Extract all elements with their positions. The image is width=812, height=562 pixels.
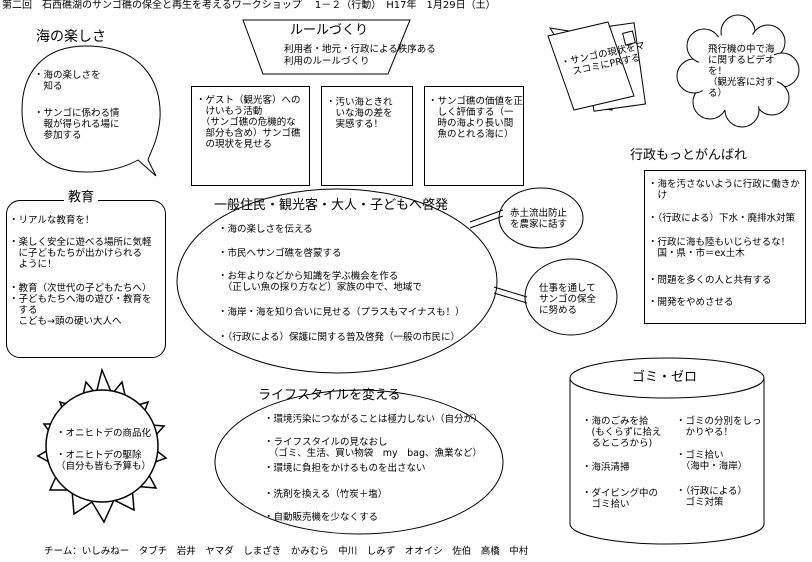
lifestyle-item: ・ライフスタイルの見なおし （ゴミ、生活、買い物袋 my bag、漁業など） (264, 437, 483, 459)
ellipse-ippan (176, 188, 498, 374)
shigoto-text: 仕事を通して サンゴの保全 に努める (539, 283, 597, 316)
gyosei-item: ・開発をやめさせる (648, 297, 734, 308)
ippan-item: ・海の楽しさを伝える (218, 224, 313, 235)
rule-trapezoid (242, 19, 411, 75)
ellipse-lifestyle (214, 389, 504, 535)
umi-title: 海の楽しさ (36, 29, 106, 45)
speech-bubble-umi (21, 45, 161, 177)
ippan-item: ・（行政による）保護に関する普及啓発（一般の市民に） (218, 332, 460, 343)
gyosei-item: ・海を汚さないように行政に働きか け (648, 179, 800, 201)
umi-item: ・サンゴに係わる情 報が得られる場に 参加する (34, 108, 120, 141)
circle-akatsuchi (498, 187, 584, 249)
flower-text: 飛行機の中で海 に関するビデオ を！ （観光客に対す る） (708, 44, 775, 99)
lifestyle-item: ・環境汚染につながることは極力しない（自分が） (264, 414, 483, 425)
rule-box-text: ・サンゴ礁の価値を正 しく評価する（一 時の海より長い間 魚のとれる海に） (428, 96, 524, 140)
onihitode-text: ・オニヒトデの商品化 ・オニヒトデの駆除 （自分も皆も予算も） (56, 428, 152, 472)
kyoiku-item: ・リアルな教育を！ (9, 215, 95, 226)
gyosei-item: ・行政に海も陸もいじらせるな！ 国・県・市＝ex土木 (648, 237, 791, 259)
lifestyle-item: ・環境に負担をかけるものを出さない (264, 463, 426, 474)
gyosei-title: 行政もっとがんばれ (630, 148, 748, 163)
ippan-item: ・市民へサンゴ礁を啓蒙する (218, 248, 342, 259)
sun-shape (36, 367, 168, 524)
gomi-title: ゴミ・ゼロ (632, 370, 698, 385)
lifestyle-title: ライフスタイルを変える (258, 388, 401, 403)
newspaper-icon (547, 21, 647, 112)
gomi-item: ・ゴミ拾い （海中・海岸） (676, 450, 748, 472)
kyoiku-box: ・リアルな教育を！ ・楽しく安全に遊べる場所に気軽 に子どもたちが出かけられる … (6, 200, 166, 358)
gyosei-box: ・海を汚さないように行政に働きか け ・（行政による）下水・廃排水対策 ・行政に… (644, 170, 806, 324)
flower-shape (676, 14, 800, 128)
gomi-item: ・ダイビング中の ゴミ拾い (582, 488, 659, 510)
ippan-item: ・海岸・海を知り合いに見せる（プラスもマイナスも！） (218, 307, 465, 318)
connector-lines (469, 209, 528, 304)
gyosei-item: ・（行政による）下水・廃排水対策 (648, 213, 795, 224)
rule-box-text: ・ゲスト（観光客）への けいもう活動 （サンゴ礁の危機的な 部分も含め）サンゴ礁… (196, 95, 301, 150)
ippan-item: ・お年よりなどから知識を学ぶ機会を作る （正しい魚の採り方など）家族の中で、地域… (218, 271, 422, 293)
gomi-item: ・海のごみを拾 (もくらずに拾え るところから) (582, 416, 662, 449)
circle-shigoto (524, 258, 618, 336)
umi-item: ・海の楽しさを 知る (34, 70, 101, 92)
rule-box-text: ・汚い海ときれ いな海の差を 実感する！ (326, 97, 393, 130)
gomi-item: ・ゴミの分別をしっ かりやる！ (676, 416, 762, 438)
rule-subtitle: 利用者・地元・行政による秩序ある 利用のルールづくり (284, 44, 436, 67)
lifestyle-item: ・洗剤を換える（竹炭＋塩） (264, 489, 388, 500)
rule-box-guest: ・ゲスト（観光客）への けいもう活動 （サンゴ礁の危機的な 部分も含め）サンゴ礁… (191, 86, 310, 186)
akatsuchi-text: 赤土流出防止 を農家に話す (510, 208, 568, 230)
kyoiku-title: 教育 (64, 190, 99, 205)
kyoiku-item: ・教育（次世代の子どもたちへ） ・子どもたちへ海の遊び・教育を する こども→頭… (9, 283, 152, 327)
cylinder-gomi (569, 357, 765, 545)
ippan-title: 一般住民・観光客・大人・子どもへ啓発 (214, 198, 449, 213)
gomi-item: ・（行政による） ゴミ対策 (676, 486, 747, 508)
page-header: 第二回 石西礁湖のサンゴ礁の保全と再生を考えるワークショップ 1－２（行動） H… (2, 0, 496, 11)
gyosei-item: ・問題を多くの人と共有する (648, 275, 772, 286)
rule-title: ルールづくり (290, 23, 369, 38)
rule-box-kachi: ・サンゴ礁の価値を正 しく評価する（一 時の海より長い間 魚のとれる海に） (424, 86, 524, 186)
team-members: チーム：いしみねー タブチ 岩井 ヤマダ しまざき かみむら 中川 しみず オオ… (44, 546, 529, 557)
gomi-item: ・海浜清掃 (582, 462, 630, 473)
rule-box-kitanai: ・汚い海ときれ いな海の差を 実感する！ (321, 86, 413, 186)
lifestyle-item: ・自動販売機を少なくする (264, 512, 379, 523)
kyoiku-item: ・楽しく安全に遊べる場所に気軽 に子どもたちが出かけられる ように！ (9, 237, 152, 270)
